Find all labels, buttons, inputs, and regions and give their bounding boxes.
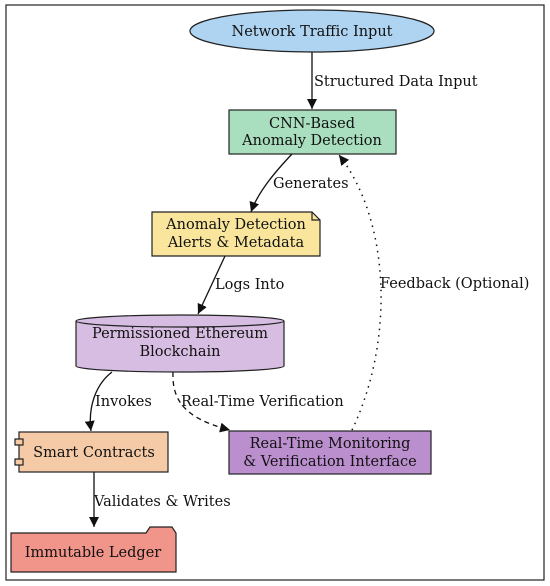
node-shape-rect	[228, 109, 397, 155]
node-label: Smart Contracts	[33, 445, 155, 461]
node-real-time-monitoring: Real-Time Monitoring & Verification Inte…	[228, 430, 432, 475]
edge-label-validates-writes: Validates & Writes	[93, 494, 231, 510]
node-shape-cylinder	[75, 314, 285, 373]
node-label: Network Traffic Input	[232, 24, 393, 40]
node-immutable-ledger: Immutable Ledger	[10, 526, 177, 573]
node-label-line1: CNN-Based	[269, 116, 355, 132]
node-label-line2: Anomaly Detection	[241, 133, 382, 149]
edge-label-feedback: Feedback (Optional)	[380, 276, 529, 292]
node-shape-rect	[228, 430, 432, 475]
component-tab-bottom	[14, 458, 24, 466]
node-cnn-anomaly-detection: CNN-Based Anomaly Detection	[228, 109, 397, 155]
edge-real-time-verification	[172, 371, 231, 433]
note-fold	[311, 212, 320, 221]
node-label: Immutable Ledger	[25, 545, 162, 561]
edge-invokes	[84, 371, 113, 432]
edge-label-structured-input: Structured Data Input	[314, 74, 478, 90]
edge-generates	[249, 153, 293, 213]
edge-logs-into	[197, 255, 226, 315]
node-label-line2: Alerts & Metadata	[167, 235, 305, 251]
node-shape-folder	[10, 526, 177, 573]
edge-label-invokes: Invokes	[95, 394, 152, 410]
node-label-line2: Blockchain	[139, 344, 220, 360]
diagram-frame	[5, 4, 545, 581]
component-tab-top	[14, 438, 24, 446]
node-smart-contracts: Smart Contracts	[14, 431, 169, 473]
node-anomaly-alerts-metadata: Anomaly Detection Alerts & Metadata	[151, 211, 321, 257]
node-shape-component	[18, 431, 169, 473]
node-label-line1: Real-Time Monitoring	[250, 436, 411, 452]
edge-feedback	[338, 154, 382, 431]
cylinder-rim	[75, 320, 285, 328]
node-shape-note	[151, 211, 321, 257]
edge-label-generates: Generates	[273, 176, 349, 192]
node-shape-ellipse	[189, 9, 435, 53]
node-permissioned-ethereum-blockchain: Permissioned Ethereum Blockchain	[75, 314, 285, 373]
edge-label-logs-into: Logs Into	[215, 277, 284, 293]
node-label-line2: & Verification Interface	[243, 454, 417, 470]
edge-label-real-time-verification: Real-Time Verification	[181, 394, 344, 410]
node-label-line1: Permissioned Ethereum	[92, 326, 268, 342]
node-network-traffic-input: Network Traffic Input	[189, 9, 435, 53]
node-label-line1: Anomaly Detection	[165, 217, 306, 233]
